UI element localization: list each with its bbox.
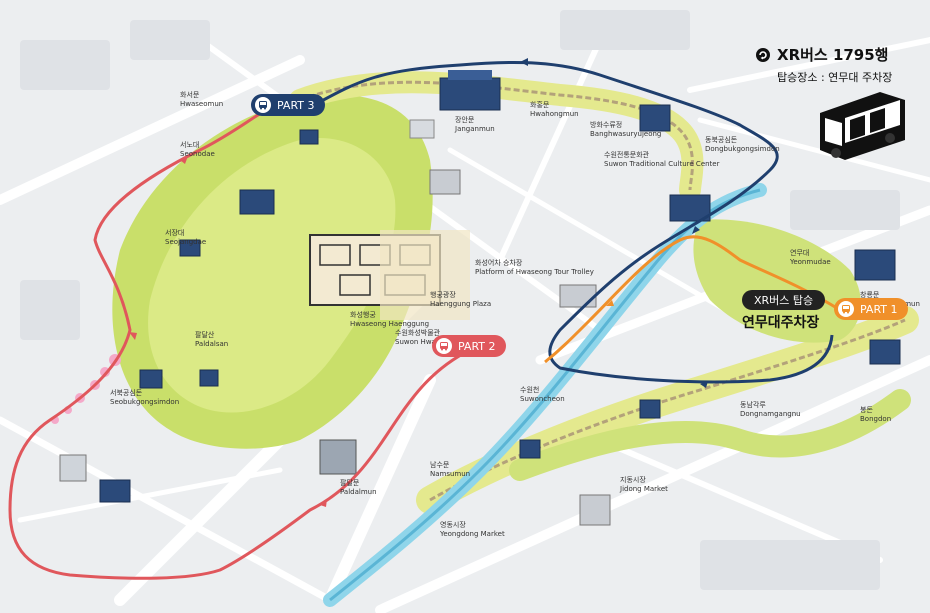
- route-part1-badge[interactable]: PART 1: [834, 298, 908, 320]
- haenggung-plaza: [380, 230, 470, 320]
- route-arrows-part1: [606, 300, 614, 306]
- route-part2-label: PART 2: [458, 339, 496, 353]
- legend-bus-name: XR버스 1795행: [777, 46, 889, 64]
- legend-title: XR버스 1795행: [755, 44, 892, 65]
- route-part3-label: PART 3: [277, 98, 315, 112]
- south-wall-parapet: [429, 318, 906, 502]
- route-part2-line: [8, 102, 471, 580]
- route-arrows-part2: [129, 156, 327, 507]
- buildings: [59, 70, 901, 526]
- route-loop-icon: [756, 47, 770, 62]
- bus-icon: [436, 338, 452, 354]
- east-green-belt: [509, 389, 911, 481]
- boarding-callout: XR버스 탑승 연무대주차장: [742, 289, 826, 332]
- xr-bus-illustration: [820, 92, 905, 160]
- route-arrows-part3: [520, 58, 708, 388]
- paldalsan-inner: [148, 138, 396, 413]
- route-part2-badge[interactable]: PART 2: [432, 335, 506, 357]
- north-wall-parapet: [299, 80, 694, 191]
- board-place: 연무대주차장: [742, 315, 820, 331]
- bus-icon: [838, 301, 854, 317]
- route-part3-line: [315, 60, 834, 384]
- board-label: XR버스 탑승: [742, 290, 826, 310]
- road-network: [0, 37, 930, 613]
- yeonmudae-green: [693, 219, 861, 343]
- bus-icon: [255, 97, 271, 113]
- route-part1-line: [544, 235, 841, 364]
- route-part3-badge[interactable]: PART 3: [251, 94, 325, 116]
- route-part1-label: PART 1: [860, 302, 898, 316]
- legend: XR버스 1795행 탑승장소 : 연무대 주차장: [755, 44, 892, 85]
- legend-boarding: 탑승장소 : 연무대 주차장: [777, 71, 893, 84]
- city-blocks: [20, 10, 900, 590]
